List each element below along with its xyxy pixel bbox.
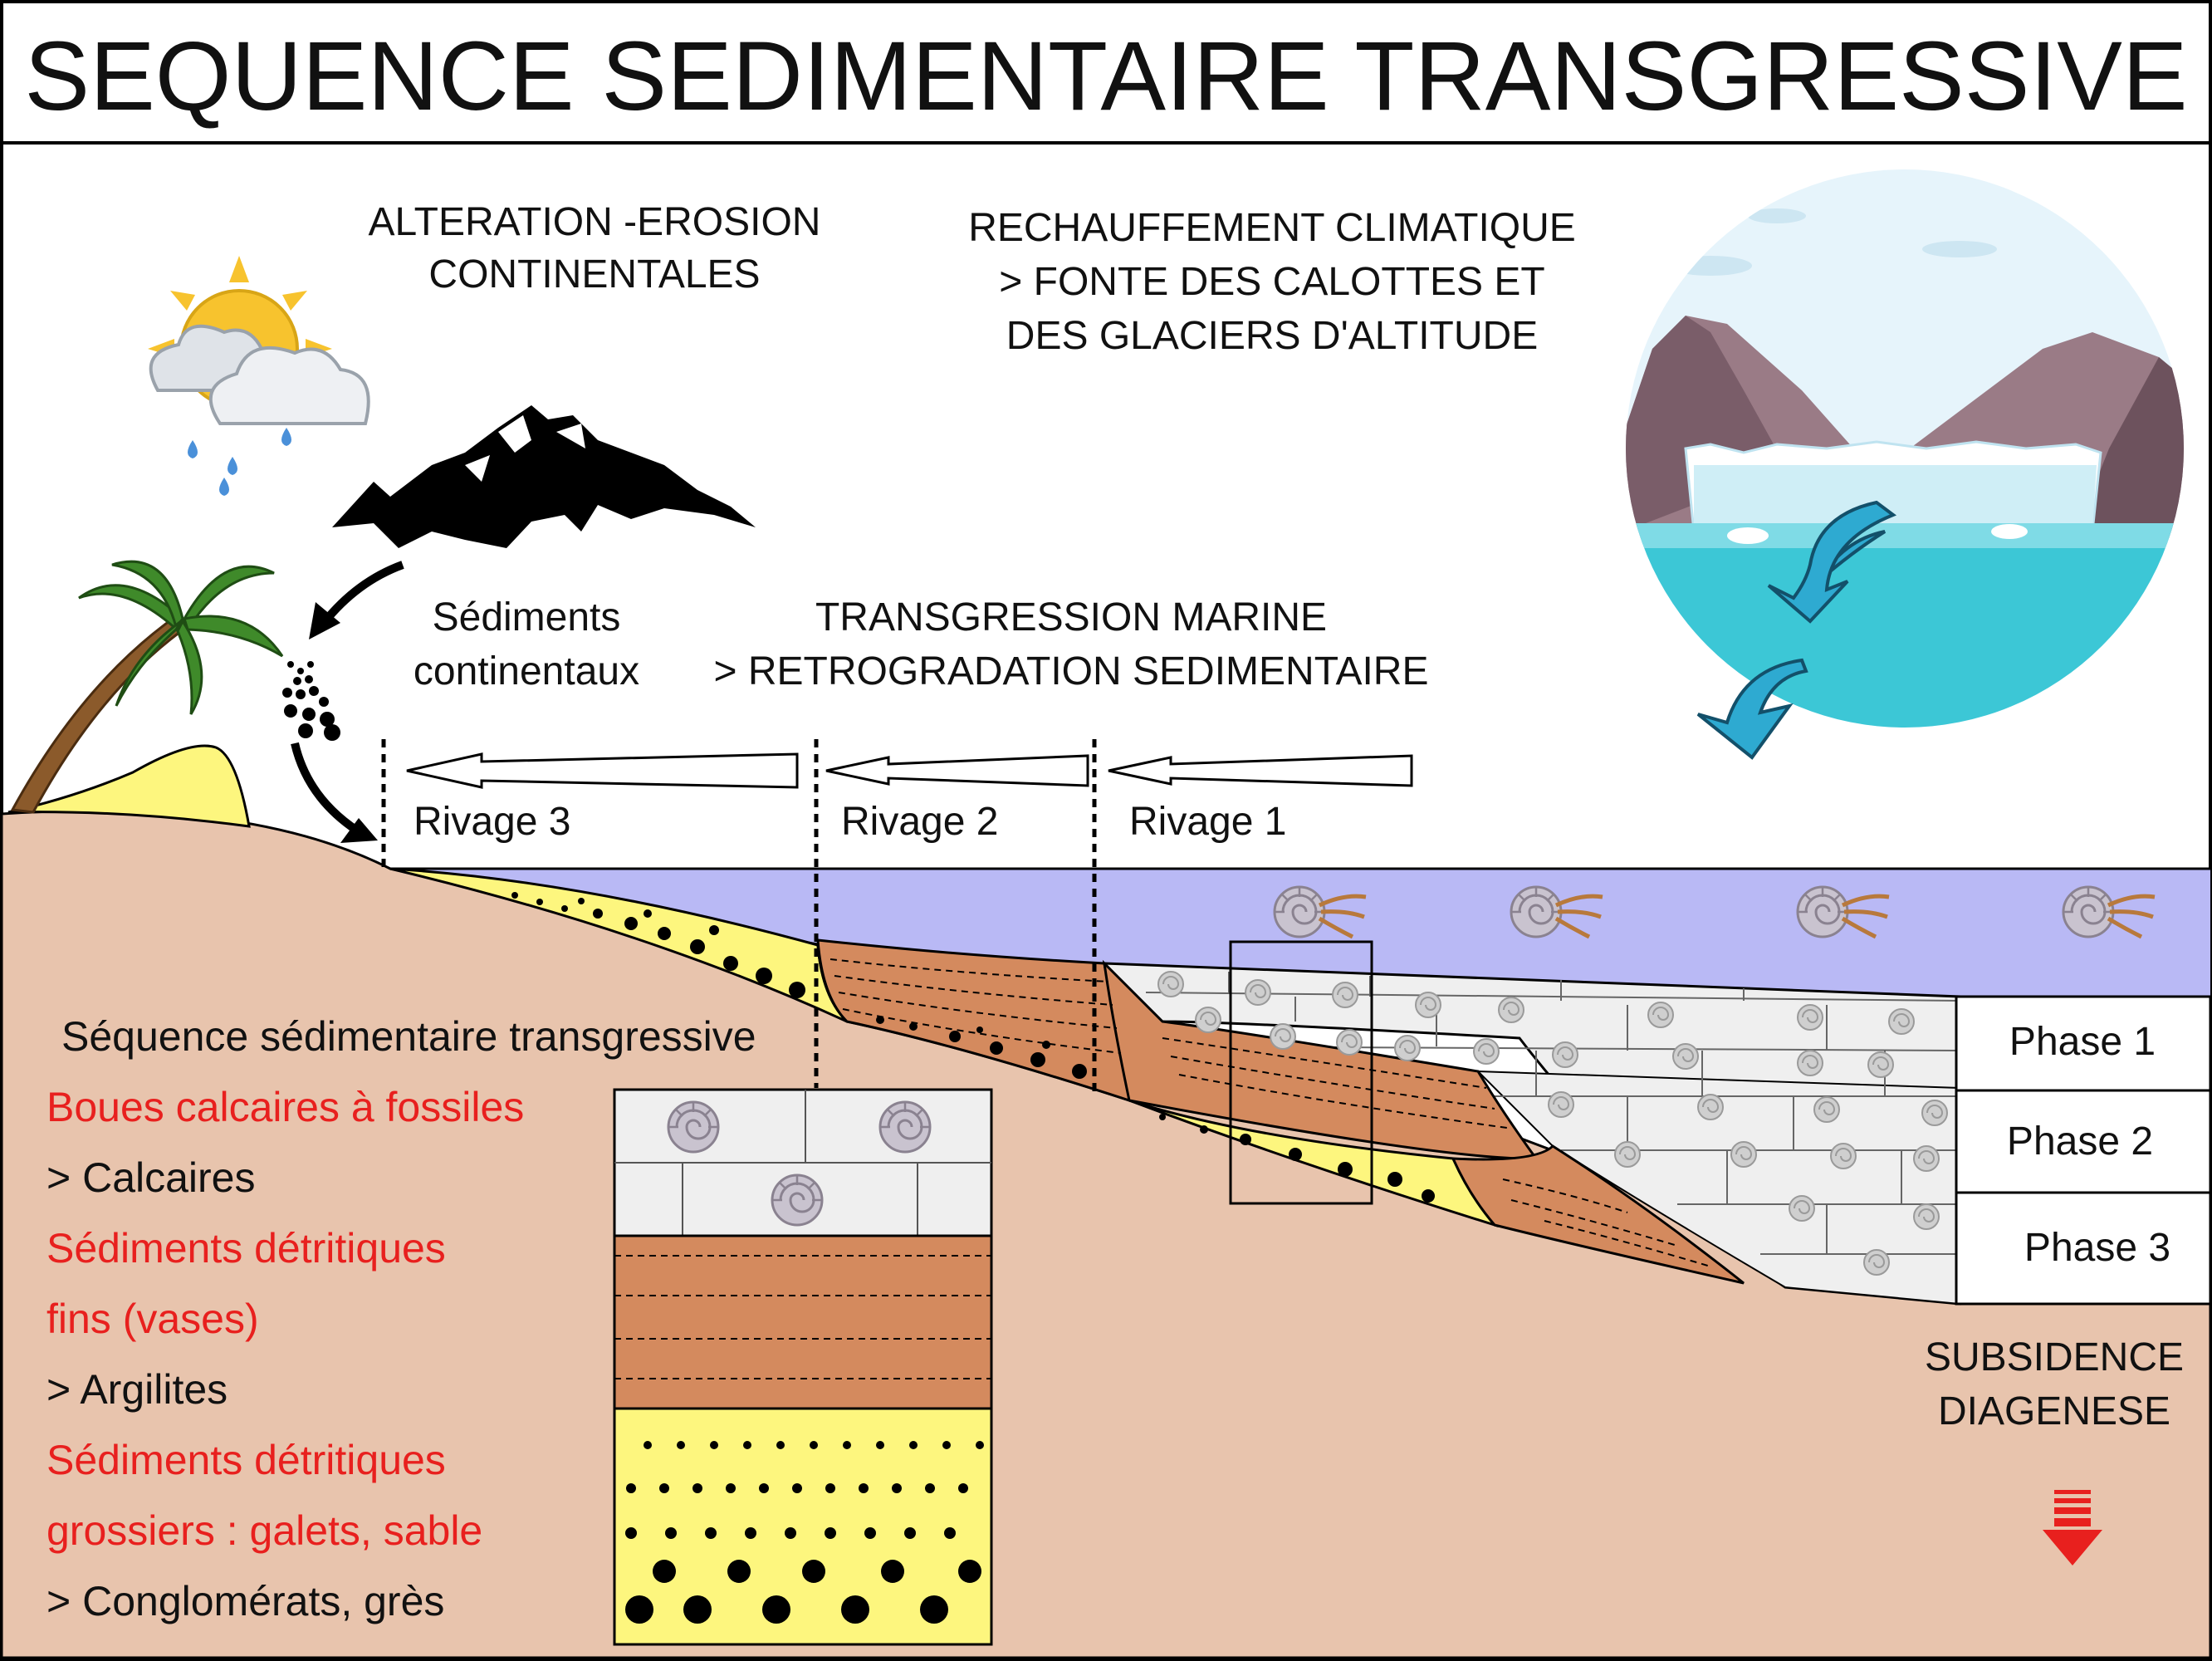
clay-phase-1 (1451, 1144, 1745, 1285)
clay-phase-2 (1102, 959, 1539, 1160)
legend-item-7: grossiers : galets, sable (46, 1507, 482, 1554)
legend-item-3: Sédiments détritiques (46, 1225, 446, 1271)
mountain-icon (332, 405, 756, 548)
page-title: SEQUENCE SEDIMENTAIRE TRANSGRESSIVE (24, 22, 2187, 131)
legend-item-8: > Conglomérats, grès (46, 1578, 444, 1624)
erosion-line-1: ALTERATION -EROSION (369, 200, 821, 244)
climate-line-3: DES GLACIERS D'ALTITUDE (1006, 314, 1538, 358)
legend-ammonite-1 (667, 1100, 720, 1154)
phase-2-label: Phase 2 (2007, 1120, 2153, 1164)
arrow-to-shore-3 (406, 752, 799, 789)
legend-clay (613, 1234, 993, 1410)
continental-line-2: continentaux (414, 649, 639, 693)
phase-table: Phase 1 Phase 2 Phase 3 (1955, 995, 2212, 1306)
subsidence-arrow-icon (2043, 1490, 2102, 1565)
legend-item-4: fins (vases) (46, 1296, 259, 1342)
observation-window (1229, 940, 1373, 1205)
climate-line-1: RECHAUFFEMENT CLIMATIQUE (968, 206, 1576, 250)
legend-item-5: > Argilites (46, 1366, 228, 1413)
legend-item-1: Boues calcaires à fossiles (46, 1084, 524, 1130)
legend-title: Séquence sédimentaire transgressive (61, 1013, 756, 1060)
phase-3-label: Phase 3 (2024, 1226, 2170, 1270)
sun-cloud-rain-icon (148, 256, 370, 496)
transgression-line-2: > RETROGRADATION SEDIMENTAIRE (714, 649, 1429, 693)
erosion-line-2: CONTINENTALES (428, 252, 760, 296)
beach-dune (7, 744, 251, 828)
arrow-to-shore-2 (825, 754, 1089, 787)
arrow-head-1 (309, 602, 340, 639)
subsidence-line-1: SUBSIDENCE (1925, 1335, 2184, 1379)
continental-line-1: Sédiments (433, 595, 621, 639)
shore-1-label: Rivage 1 (1129, 800, 1286, 844)
legend-ammonite-2 (878, 1100, 932, 1154)
subsidence-line-2: DIAGENESE (1938, 1389, 2170, 1433)
arrow-head-2 (340, 818, 378, 843)
shore-2-label: Rivage 2 (841, 800, 998, 844)
transport-arrows (291, 561, 404, 835)
melt-arrows (1696, 500, 1897, 760)
shoreline-markers (381, 739, 1097, 1092)
transgression-line-1: TRANSGRESSION MARINE (815, 595, 1327, 639)
legend-item-2: > Calcaires (46, 1154, 256, 1201)
legend-ammonite-3 (771, 1173, 824, 1227)
phase-1-label: Phase 1 (2009, 1020, 2156, 1064)
clay-laminations (830, 958, 1711, 1267)
retrogradation-arrows (406, 752, 1413, 789)
climate-line-2: > FONTE DES CALOTTES ET (999, 260, 1544, 304)
sand-pebbles (511, 892, 1435, 1203)
legend-item-6: Sédiments détritiques (46, 1437, 446, 1483)
legend-column (613, 1088, 993, 1646)
palm-tree-icon (10, 560, 284, 814)
continental-particles (282, 661, 340, 741)
shore-3-label: Rivage 3 (414, 800, 570, 844)
arrow-to-shore-1 (1108, 754, 1413, 787)
